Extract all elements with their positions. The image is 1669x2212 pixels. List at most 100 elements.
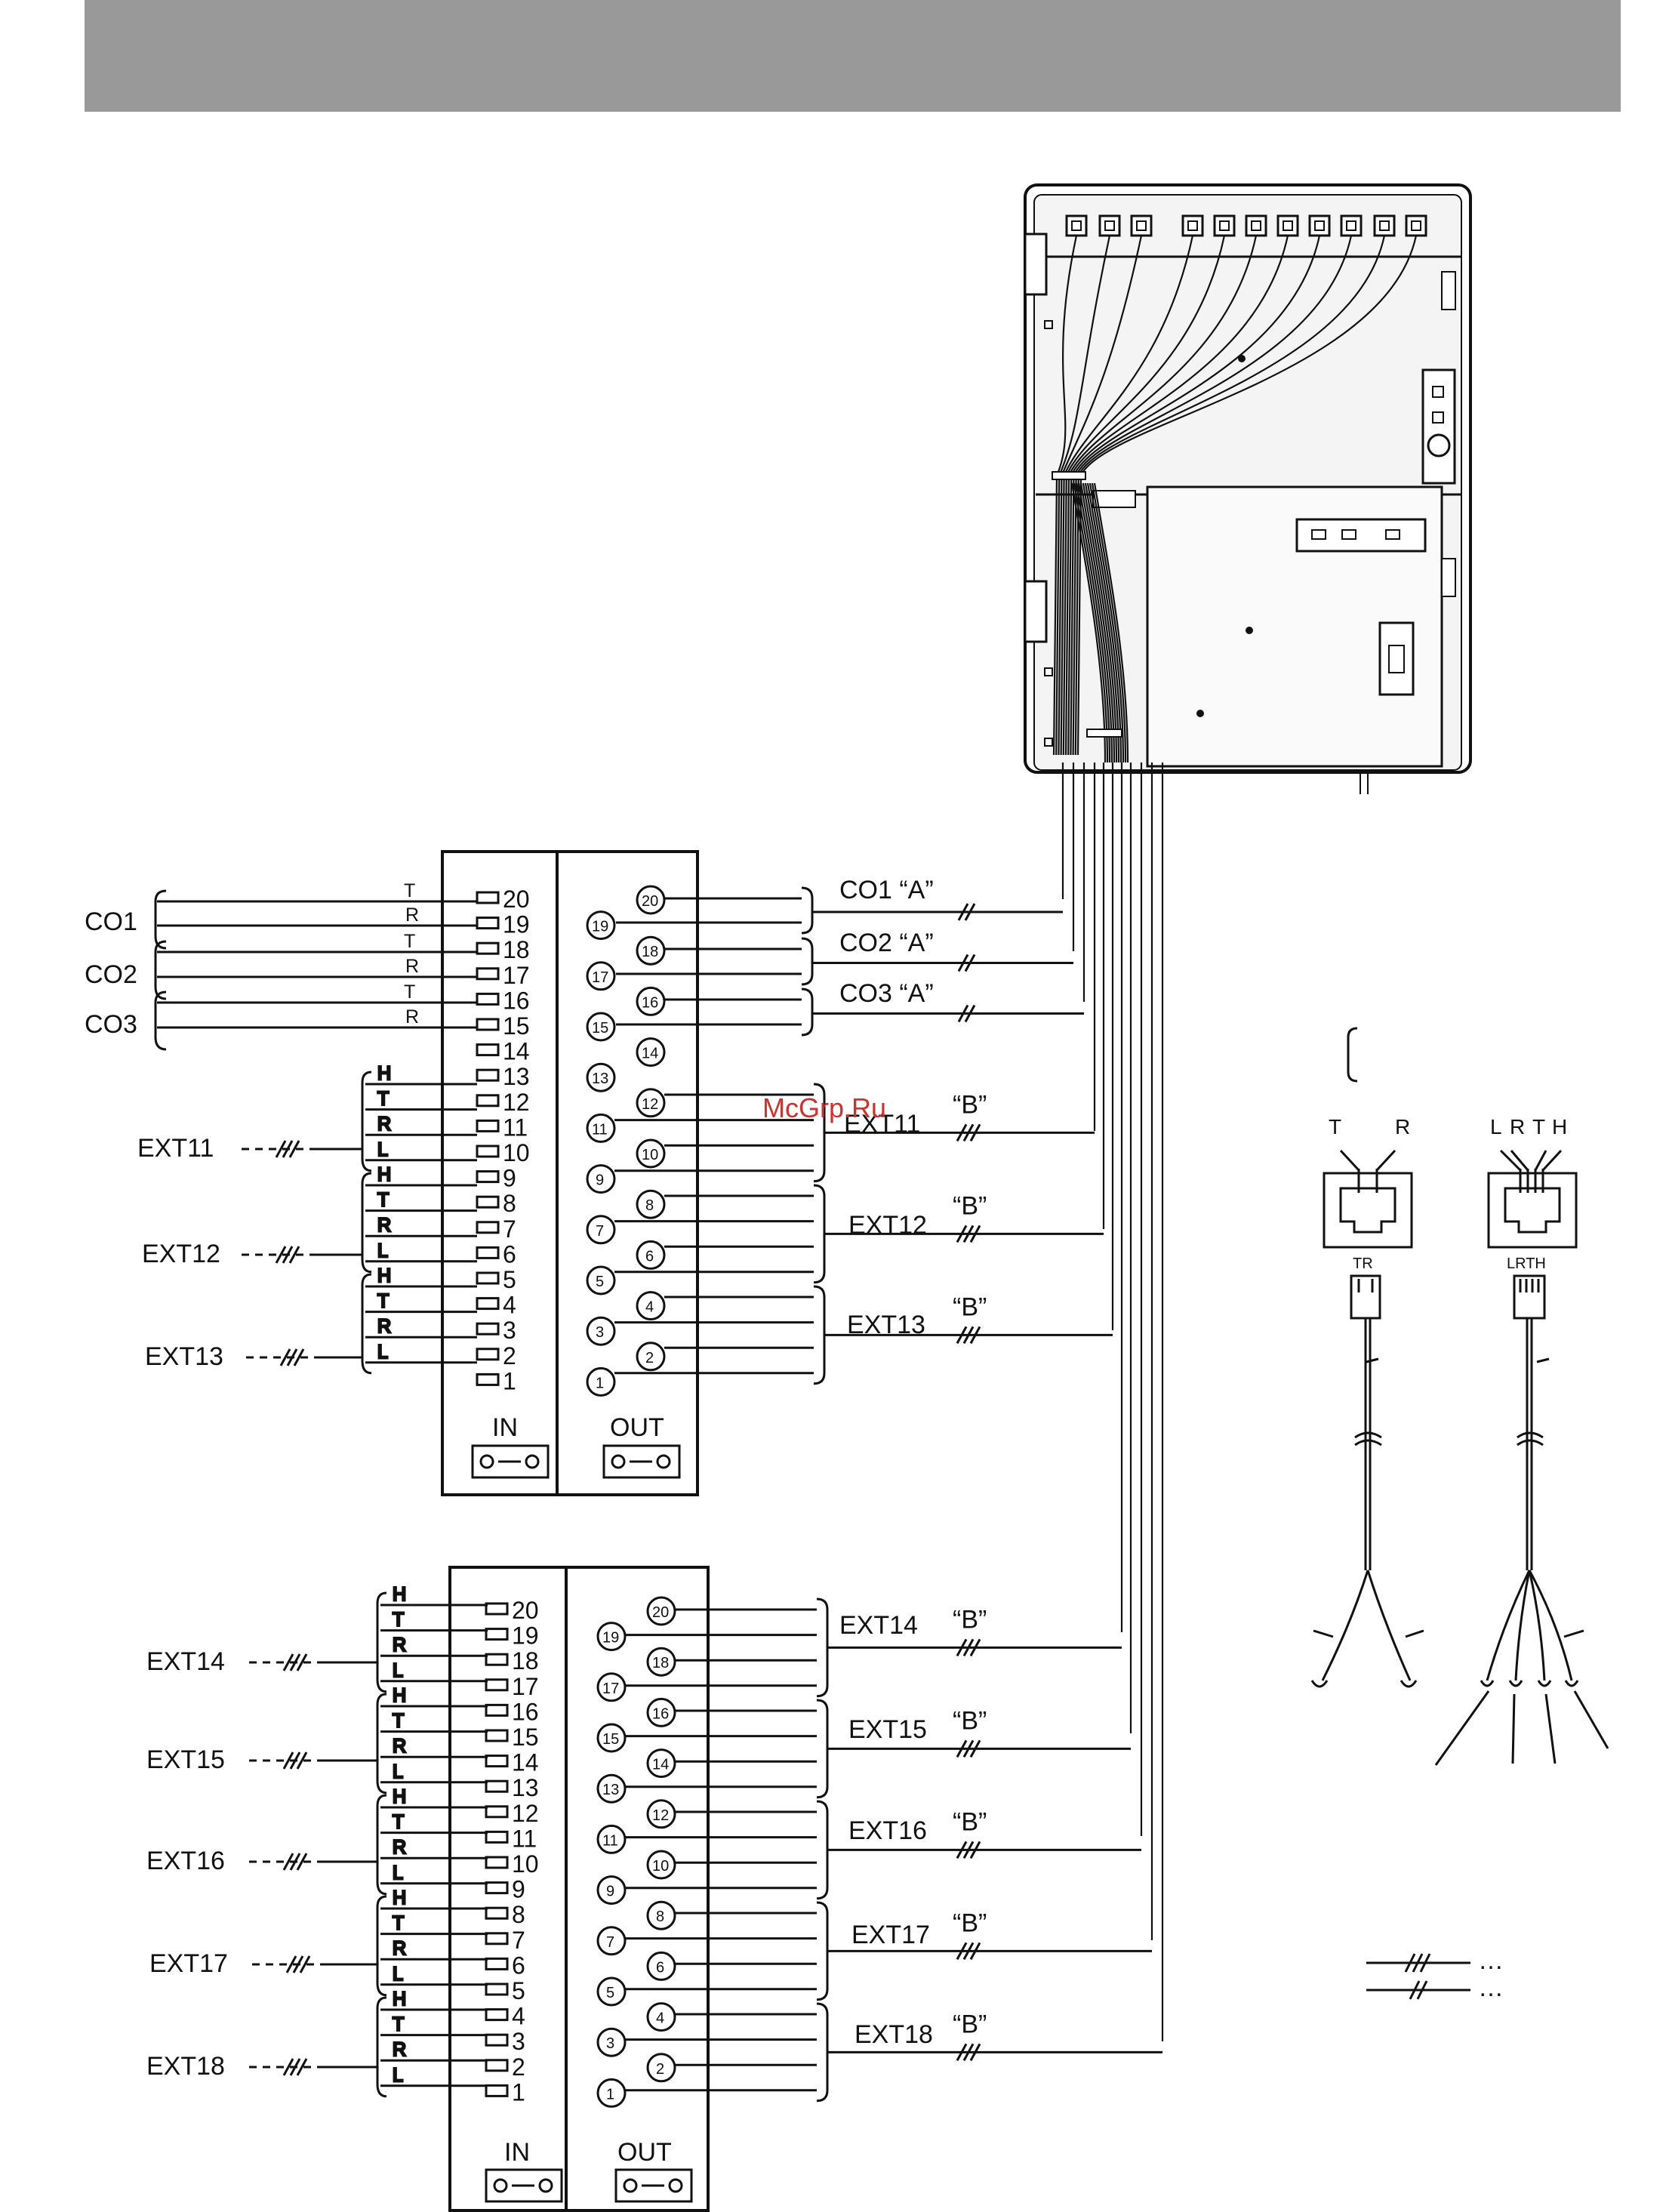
block1-in-terminal[interactable] [476,1348,500,1361]
block2-out-terminal[interactable] [646,1647,676,1677]
block2-in-terminal[interactable] [485,1653,509,1666]
cabinet-jack[interactable] [1308,214,1331,237]
block1-terminal-number: 1 [503,1367,516,1394]
block1-out-terminal[interactable] [586,910,616,941]
block2-out-terminal[interactable] [646,1951,676,1981]
block1-in-terminal[interactable] [476,1068,500,1082]
co-wire-letter: R [405,956,419,977]
block2-in-terminal[interactable] [485,1779,509,1793]
block2-out-terminal[interactable] [596,2078,627,2108]
block1-in-terminal[interactable] [476,1221,500,1234]
block2-in-terminal[interactable] [485,1982,509,1996]
block1-in-terminal[interactable] [476,1297,500,1311]
block2-out-terminal[interactable] [596,1824,627,1854]
cabinet-jack[interactable] [1065,214,1088,237]
block2-out-terminal[interactable] [596,2027,627,2057]
block1-out-terminal[interactable] [636,885,666,915]
block1-in-terminal[interactable] [476,891,500,904]
block1-out-terminal[interactable] [586,1012,616,1042]
block1-out-terminal[interactable] [636,986,666,1016]
block2-out-terminal[interactable] [596,1723,627,1753]
cabinet-jack[interactable] [1130,214,1153,237]
block1-out-terminal[interactable] [636,1138,666,1169]
block2-in-terminal[interactable] [485,1830,509,1844]
block1-in-terminal[interactable] [476,1018,500,1031]
block1-out-terminal[interactable] [586,1113,616,1143]
block2-in-terminal[interactable] [485,1881,509,1895]
cabinet-jack[interactable] [1181,214,1204,237]
block2-in-terminal[interactable] [485,1932,509,1946]
block1-out-terminal[interactable] [586,1366,616,1397]
block1-out-terminal[interactable] [586,1062,616,1092]
block2-out-terminal[interactable] [646,1900,676,1930]
block2-in-terminal[interactable] [485,1805,509,1819]
block2-in-terminal[interactable] [485,2033,509,2047]
block2-out-terminal[interactable] [646,2053,676,2083]
block1-out-terminal[interactable] [636,935,666,966]
block2-in-terminal[interactable] [485,1856,509,1869]
cabinet-jack[interactable] [1213,214,1236,237]
block2-in-terminal[interactable] [485,1906,509,1920]
block2-out-terminal[interactable] [596,1976,627,2007]
block2-out-terminal[interactable] [646,1748,676,1779]
ext-wire-letter: T [393,1711,404,1732]
block1-in-terminal[interactable] [476,1145,500,1158]
block2-in-terminal[interactable] [485,1729,509,1742]
co2-label: CO2 [85,960,137,989]
block2-in-terminal[interactable] [485,1628,509,1641]
ext-wire-letter: R [393,2039,406,2060]
block2-out-terminal[interactable] [596,1875,627,1905]
block2-out-terminal-number: 19 [602,1630,619,1647]
block1-in-terminal[interactable] [476,1119,500,1132]
block1-out-terminal[interactable] [586,1164,616,1194]
block1-in-terminal[interactable] [476,1246,500,1259]
block2-out-terminal[interactable] [596,1773,627,1804]
cabinet-jack[interactable] [1340,214,1363,237]
block1-out-terminal[interactable] [636,1037,666,1067]
block2-in-terminal[interactable] [485,1957,509,1970]
block1-out-terminal[interactable] [636,1291,666,1321]
block2-in-terminal[interactable] [485,2059,509,2072]
block2-in-jack[interactable] [485,2168,563,2203]
block1-in-terminal[interactable] [476,917,500,930]
block2-in-terminal[interactable] [485,1678,509,1692]
block1-in-terminal[interactable] [476,967,500,981]
block1-out-terminal[interactable] [636,1088,666,1118]
block2-out-terminal[interactable] [646,1697,676,1727]
cabinet-jack[interactable] [1373,214,1396,237]
block1-out-terminal[interactable] [586,1265,616,1295]
block2-out-terminal[interactable] [596,1622,627,1652]
block1-out-terminal[interactable] [636,1240,666,1270]
block1-out-terminal-number: 19 [592,919,608,935]
block1-in-terminal[interactable] [476,1170,500,1184]
block1-out-terminal[interactable] [636,1189,666,1219]
block2-out-terminal[interactable] [646,1596,676,1626]
block2-out-terminal[interactable] [646,1850,676,1880]
block1-out-terminal[interactable] [586,1316,616,1346]
block1-in-terminal[interactable] [476,941,500,955]
block2-in-terminal[interactable] [485,2084,509,2097]
block2-out-terminal[interactable] [646,1799,676,1829]
block1-out-terminal[interactable] [586,961,616,991]
block2-out-terminal[interactable] [596,1672,627,1702]
block2-out-terminal[interactable] [596,1926,627,1956]
cabinet-jack[interactable] [1098,214,1121,237]
cabinet-jack[interactable] [1245,214,1267,237]
block1-in-terminal[interactable] [476,1195,500,1209]
block1-in-terminal[interactable] [476,1271,500,1285]
cabinet-jack[interactable] [1276,214,1299,237]
block1-in-terminal[interactable] [476,1094,500,1108]
block2-in-terminal[interactable] [485,1755,509,1768]
block1-out-terminal[interactable] [636,1342,666,1372]
block1-in-terminal[interactable] [476,1322,500,1336]
block1-in-terminal[interactable] [476,1372,500,1386]
block2-out-terminal[interactable] [646,2002,676,2032]
block1-in-terminal[interactable] [476,1043,500,1057]
block2-in-terminal[interactable] [485,1703,509,1717]
cabinet-jack[interactable] [1405,214,1427,237]
block2-in-terminal[interactable] [485,1602,509,1616]
block1-in-terminal[interactable] [476,992,500,1006]
co-outputs: CO1 “A” CO2 “A” CO3 “A” [616,876,1084,1037]
block1-out-terminal[interactable] [586,1215,616,1245]
block2-in-terminal[interactable] [485,2008,509,2022]
